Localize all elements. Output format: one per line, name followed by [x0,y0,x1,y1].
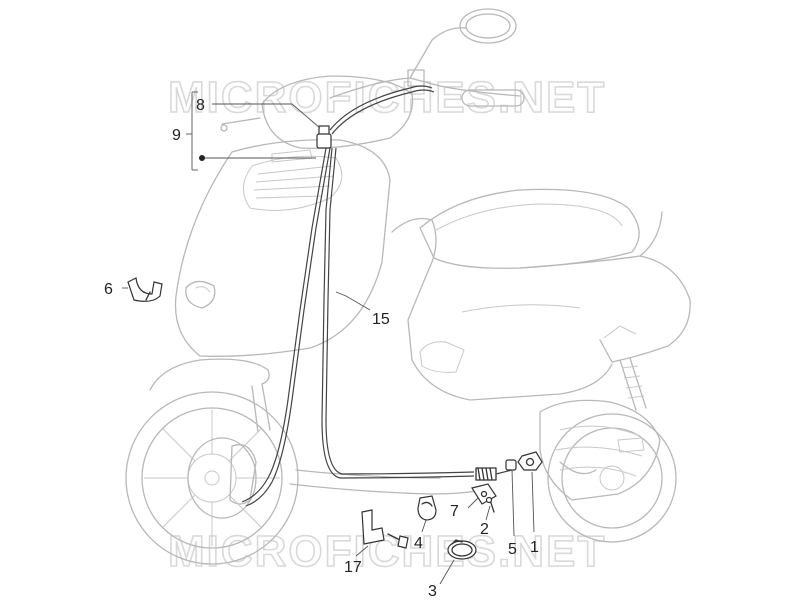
callout-17: 17 [344,559,362,576]
callout-5: 5 [508,541,517,558]
part-6-clip [127,277,163,302]
part-15-cable [241,85,475,507]
callout-1: 1 [530,539,539,556]
callout-labels: 8 9 6 15 7 2 5 1 4 17 3 [104,97,539,600]
callout-15: 15 [372,311,390,328]
callout-4: 4 [414,535,423,552]
callout-9: 9 [172,127,181,144]
watermark-top: MICROFICHES.NET [168,73,606,122]
part-2-screw [485,496,495,513]
leader-lines [122,91,535,585]
part-4-clamp [417,495,437,521]
part-8-cable-end [316,125,332,149]
callout-8: 8 [196,97,205,114]
watermark-bottom: MICROFICHES.NET [168,527,606,576]
part-17-bracket [361,509,409,549]
scooter-outline [125,8,691,565]
callout-7: 7 [450,503,459,520]
part-1-nut [517,451,543,471]
callout-6: 6 [104,281,113,298]
part-5-washer [505,459,517,471]
cable-adjuster-spring [475,467,513,481]
callout-2: 2 [480,521,489,538]
part-3-band-clamp [447,539,477,560]
callout-3: 3 [428,583,437,600]
